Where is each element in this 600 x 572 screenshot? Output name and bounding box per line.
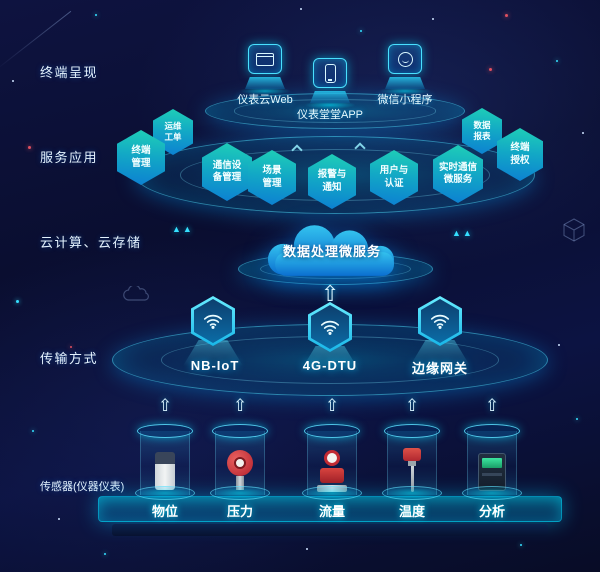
sensor-base-slab	[112, 524, 548, 536]
network-badge-nbiot	[191, 296, 235, 346]
star	[306, 548, 308, 550]
cloud-shape	[243, 218, 421, 285]
star	[520, 544, 522, 546]
terminal-item-label: 微信小程序	[377, 94, 433, 106]
up-arrow-icon: ⇧	[325, 396, 340, 415]
service-hexagon-realtime: 实时通信 微服务	[433, 145, 483, 203]
sensor-pedestal-pressure	[210, 424, 270, 500]
service-hexagon-user: 用户与 认证	[370, 150, 418, 205]
sensor-pedestal-analyzer	[462, 424, 522, 500]
star	[558, 344, 560, 346]
service-hexagon-alarm: 报警与 通知	[308, 154, 356, 209]
decor-cloud-icon	[123, 286, 149, 301]
star	[32, 430, 34, 432]
star	[58, 518, 60, 520]
sensor-pedestal-level	[135, 424, 195, 500]
network-label-4gdtu: 4G-DTU	[302, 358, 358, 373]
pedestal-glow	[239, 87, 291, 95]
up-arrow-icon: ⇧	[405, 396, 420, 415]
terminal-pedestal-web	[237, 44, 293, 95]
wifi-icon	[203, 314, 223, 329]
star	[70, 346, 72, 348]
star	[95, 14, 97, 16]
sensor-pedestal-flow	[302, 424, 362, 500]
terminal-item-label: 仪表云Web	[237, 94, 293, 106]
pressure-sensor-image	[227, 450, 253, 490]
layer-label-terminal: 终端呈现	[40, 65, 99, 80]
star	[505, 14, 508, 17]
wifi-icon	[320, 320, 340, 335]
sensor-label-level: 物位	[151, 504, 178, 519]
pedestal-base	[245, 77, 285, 89]
level-sensor-image	[155, 452, 175, 490]
star	[576, 418, 578, 420]
cloud-service-label: 数据处理微服务	[282, 244, 381, 259]
star	[432, 18, 434, 20]
star	[300, 8, 302, 10]
double-triangle-up-icon: ▲▲	[452, 228, 474, 238]
terminal-pedestal-app	[302, 58, 358, 109]
star	[556, 60, 558, 62]
layer-label-sensors: 传感器(仪器仪表)	[40, 481, 125, 493]
layer-label-cloud: 云计算、云存储	[40, 235, 142, 250]
double-triangle-up-icon: ▲▲	[172, 224, 194, 234]
pedestal-glow	[304, 101, 356, 109]
up-arrow-icon: ⇧	[158, 396, 173, 415]
network-badge-edge-gateway	[418, 296, 462, 346]
network-label-nbiot: NB-IoT	[190, 358, 240, 373]
star	[360, 30, 362, 32]
sensor-label-analysis: 分析	[478, 504, 505, 519]
pedestal-base	[310, 91, 350, 103]
star	[28, 146, 31, 149]
up-arrow-icon: ⇧	[321, 281, 340, 306]
star	[12, 80, 14, 82]
star	[489, 68, 492, 71]
sensor-label-flow: 流量	[318, 504, 345, 519]
sensor-base-bar	[98, 496, 562, 522]
up-arrow-icon: ⇧	[233, 396, 248, 415]
service-hexagon-terminal-mgmt: 终端 管理	[117, 130, 165, 185]
terminal-platform	[205, 93, 465, 129]
service-hexagon-comm-device: 通信设 备管理	[202, 143, 252, 201]
sensor-label-pressure: 压力	[226, 504, 253, 519]
browser-icon	[248, 44, 282, 74]
up-arrow-icon: ⇧	[485, 396, 500, 415]
wifi-icon	[430, 314, 450, 329]
terminal-item-label: 仪表堂堂APP	[296, 109, 363, 121]
star	[104, 553, 106, 555]
smartphone-icon	[313, 58, 347, 88]
sensor-pedestal-temperature	[382, 424, 442, 500]
pedestal-base	[385, 77, 425, 89]
miniprogram-icon	[388, 44, 422, 74]
star	[16, 300, 19, 303]
layer-label-services: 服务应用	[40, 150, 99, 165]
layer-label-transmission: 传输方式	[40, 351, 99, 366]
star	[582, 132, 584, 134]
terminal-pedestal-miniprogram	[377, 44, 433, 95]
service-hexagon-scene: 场景 管理	[248, 150, 296, 205]
network-label-gateway: 边缘网关	[411, 361, 468, 376]
pedestal-glow	[379, 87, 431, 95]
decor-cube-icon	[563, 218, 585, 242]
sensor-label-temperature: 温度	[398, 504, 425, 519]
network-badge-4gdtu	[308, 302, 352, 352]
temperature-sensor-image	[402, 448, 422, 492]
analyzer-device-image	[478, 453, 506, 491]
